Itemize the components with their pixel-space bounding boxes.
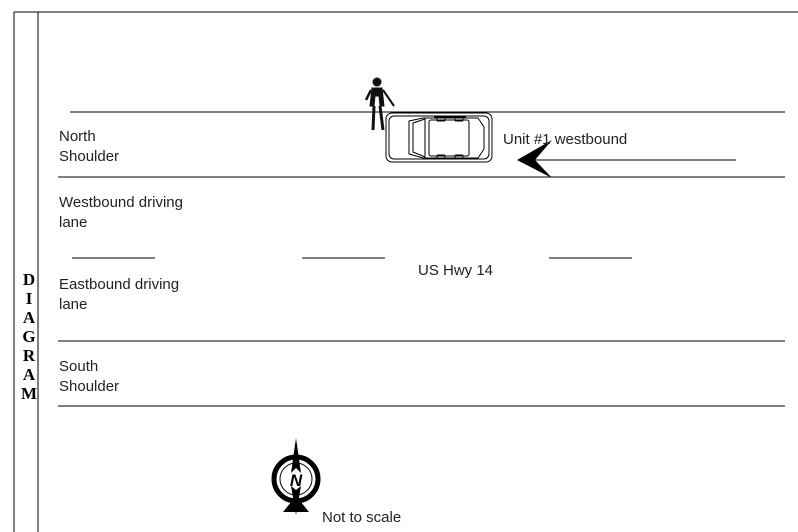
side-letter: R — [22, 346, 36, 365]
side-letter: M — [20, 384, 38, 403]
westbound-lane-label: Westbound driving lane — [59, 194, 183, 231]
direction-arrow-head-icon — [517, 140, 552, 178]
highway-label: US Hwy 14 — [418, 262, 493, 279]
side-letter: G — [22, 327, 36, 346]
north-compass-icon: N — [271, 438, 321, 515]
north-shoulder-label: North Shoulder — [59, 128, 120, 165]
side-letter: A — [22, 308, 36, 327]
eastbound-lane-label: Eastbound driving lane — [59, 276, 180, 313]
side-letter: I — [25, 289, 33, 308]
scale-note: Not to scale — [322, 509, 401, 526]
south-shoulder-label: South Shoulder — [59, 358, 120, 395]
pedestrian-icon — [364, 77, 395, 131]
side-letter: A — [22, 365, 36, 384]
unit-label: Unit #1 westbound — [503, 131, 627, 148]
vehicle-unit-1-icon — [385, 112, 493, 163]
compass-letter: N — [290, 471, 303, 490]
diagram-side-label: D I A G R A M — [17, 270, 41, 403]
side-letter: D — [22, 270, 36, 289]
